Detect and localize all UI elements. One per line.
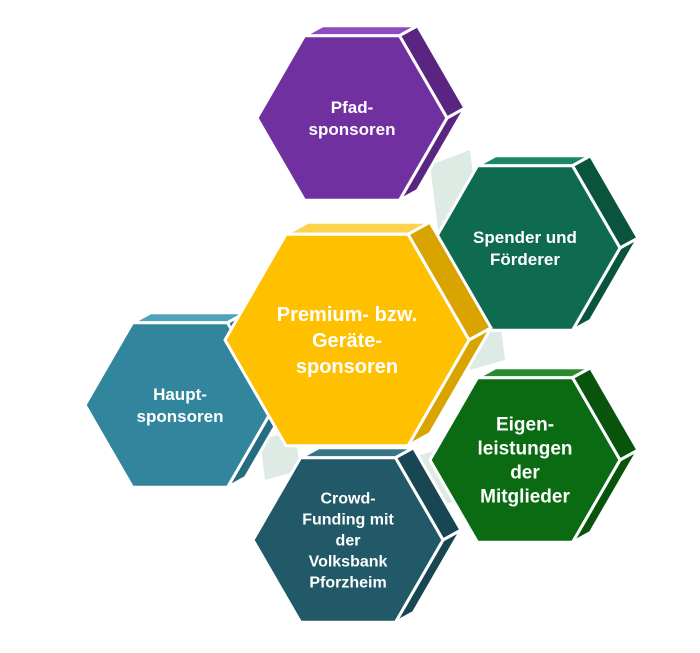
hexagon-premium-face [223, 232, 471, 448]
hexagon-haupt-label-line: Haupt- [153, 385, 207, 404]
hexagon-eigen-face [428, 376, 622, 544]
hexagon-crowd-label-line: der [336, 533, 361, 550]
hexagon-eigen-label-line: Eigen- [496, 415, 554, 436]
hexagon-haupt-label-line: sponsoren [137, 407, 224, 426]
hexagon-crowd-face [251, 456, 445, 624]
hexagon-crowd-label-line: Funding mit [302, 512, 394, 529]
hexagon-crowd-label-line: Volksbank [309, 554, 388, 571]
hexagon-spender-label-line: Förderer [490, 250, 560, 269]
hexagon-premium-label-line: Geräte- [312, 330, 382, 352]
hexagon-eigen-label-line: der [510, 463, 540, 484]
hexagon-premium-label-line: Premium- bzw. [277, 304, 417, 326]
hexagon-spender-label-line: Spender und [473, 228, 577, 247]
hexagon-eigen-label-line: leistungen [477, 439, 572, 460]
hexagon-haupt-face [83, 321, 277, 489]
hexagon-eigen-label-line: Mitglieder [480, 487, 570, 508]
hexagon-crowd-label-line: Crowd- [320, 491, 375, 508]
hexagon-pfad-sponsoren: Pfad-sponsoren [255, 24, 467, 202]
hexagon-crowd-label-line: Pforzheim [309, 575, 386, 592]
hexagon-premium-label-line: sponsoren [296, 356, 398, 378]
hexagon-premium-geraete-sponsoren: Premium- bzw. Geräte-sponsoren [223, 220, 493, 448]
hexagon-pfad-label-line: sponsoren [309, 120, 396, 139]
hexagon-pfad-label-line: Pfad- [331, 98, 374, 117]
hexagon-pfad-face [255, 34, 449, 202]
